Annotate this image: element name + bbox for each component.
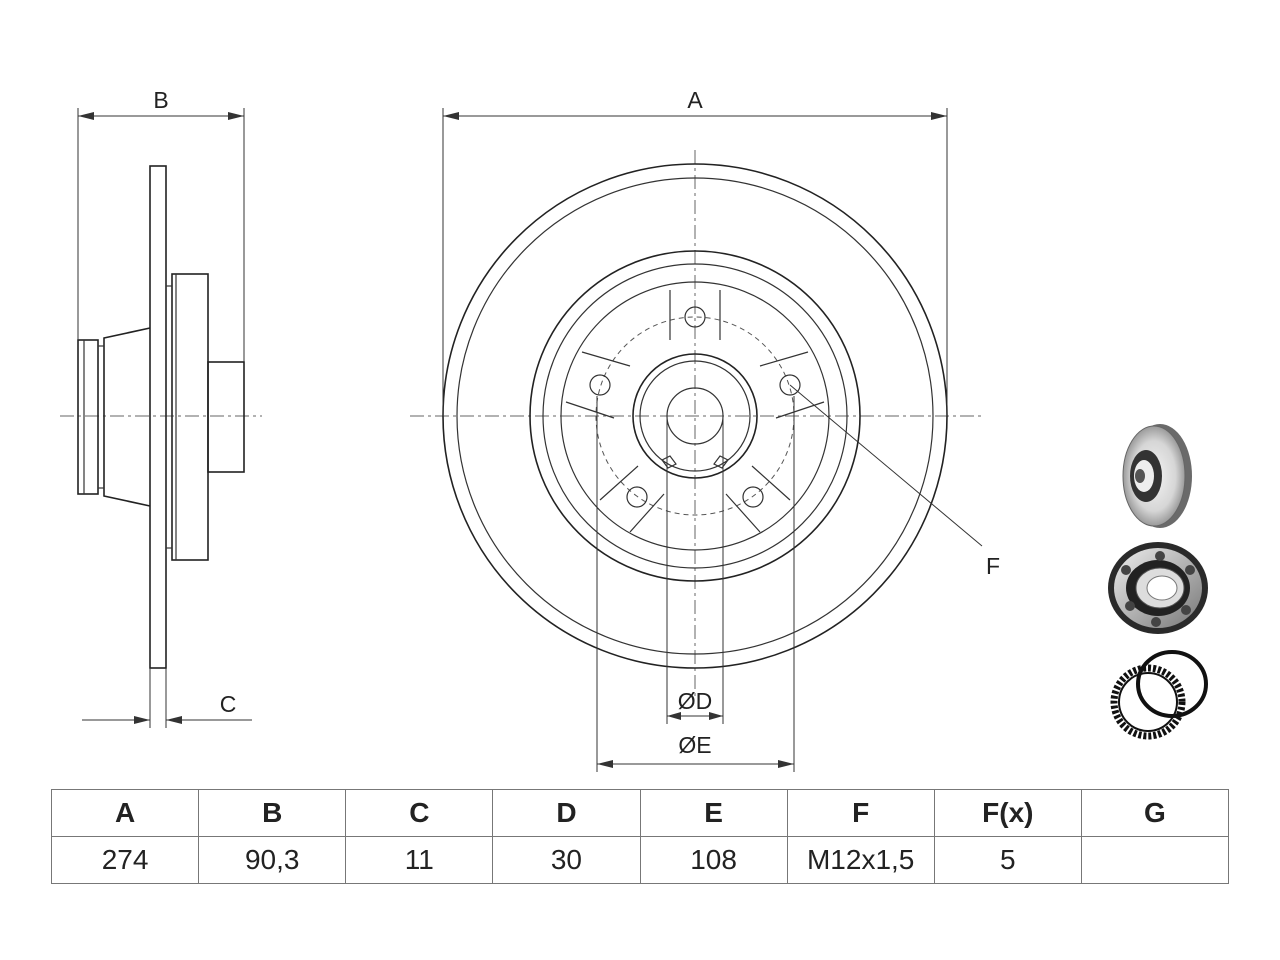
table-header-row: A B C D E F F(x) G bbox=[50, 789, 1230, 837]
value-b: 90,3 bbox=[198, 836, 347, 884]
header-a: A bbox=[50, 789, 200, 837]
value-fx: 5 bbox=[933, 836, 1082, 884]
value-f: M12x1,5 bbox=[786, 836, 935, 884]
value-d: 30 bbox=[492, 836, 641, 884]
header-fx: F(x) bbox=[933, 789, 1082, 837]
table-row: 274 90,3 11 30 108 M12x1,5 5 bbox=[50, 836, 1230, 884]
wheel-bearing-icon bbox=[1108, 542, 1208, 634]
header-c: C bbox=[345, 789, 494, 837]
technical-drawing: B C bbox=[60, 87, 1208, 772]
dim-label-a: A bbox=[687, 87, 703, 113]
brake-disc-icon bbox=[1122, 424, 1192, 528]
header-g: G bbox=[1080, 789, 1230, 837]
side-view: B C bbox=[60, 87, 262, 728]
dim-label-c: C bbox=[220, 691, 237, 717]
header-f: F bbox=[786, 789, 935, 837]
value-c: 11 bbox=[345, 836, 494, 884]
value-a: 274 bbox=[50, 836, 200, 884]
abs-ring-icon bbox=[1110, 650, 1208, 740]
header-b: B bbox=[198, 789, 347, 837]
dim-label-f: F bbox=[986, 553, 1000, 579]
front-view: A ØD ØE F bbox=[410, 87, 1000, 772]
value-g bbox=[1080, 836, 1230, 884]
dim-label-d: ØD bbox=[678, 688, 713, 714]
dim-label-e: ØE bbox=[678, 732, 711, 758]
value-e: 108 bbox=[639, 836, 788, 884]
header-e: E bbox=[639, 789, 788, 837]
header-d: D bbox=[492, 789, 641, 837]
dim-label-b: B bbox=[153, 87, 168, 113]
spec-table: A B C D E F F(x) G 274 90,3 11 30 108 M1… bbox=[50, 789, 1230, 884]
